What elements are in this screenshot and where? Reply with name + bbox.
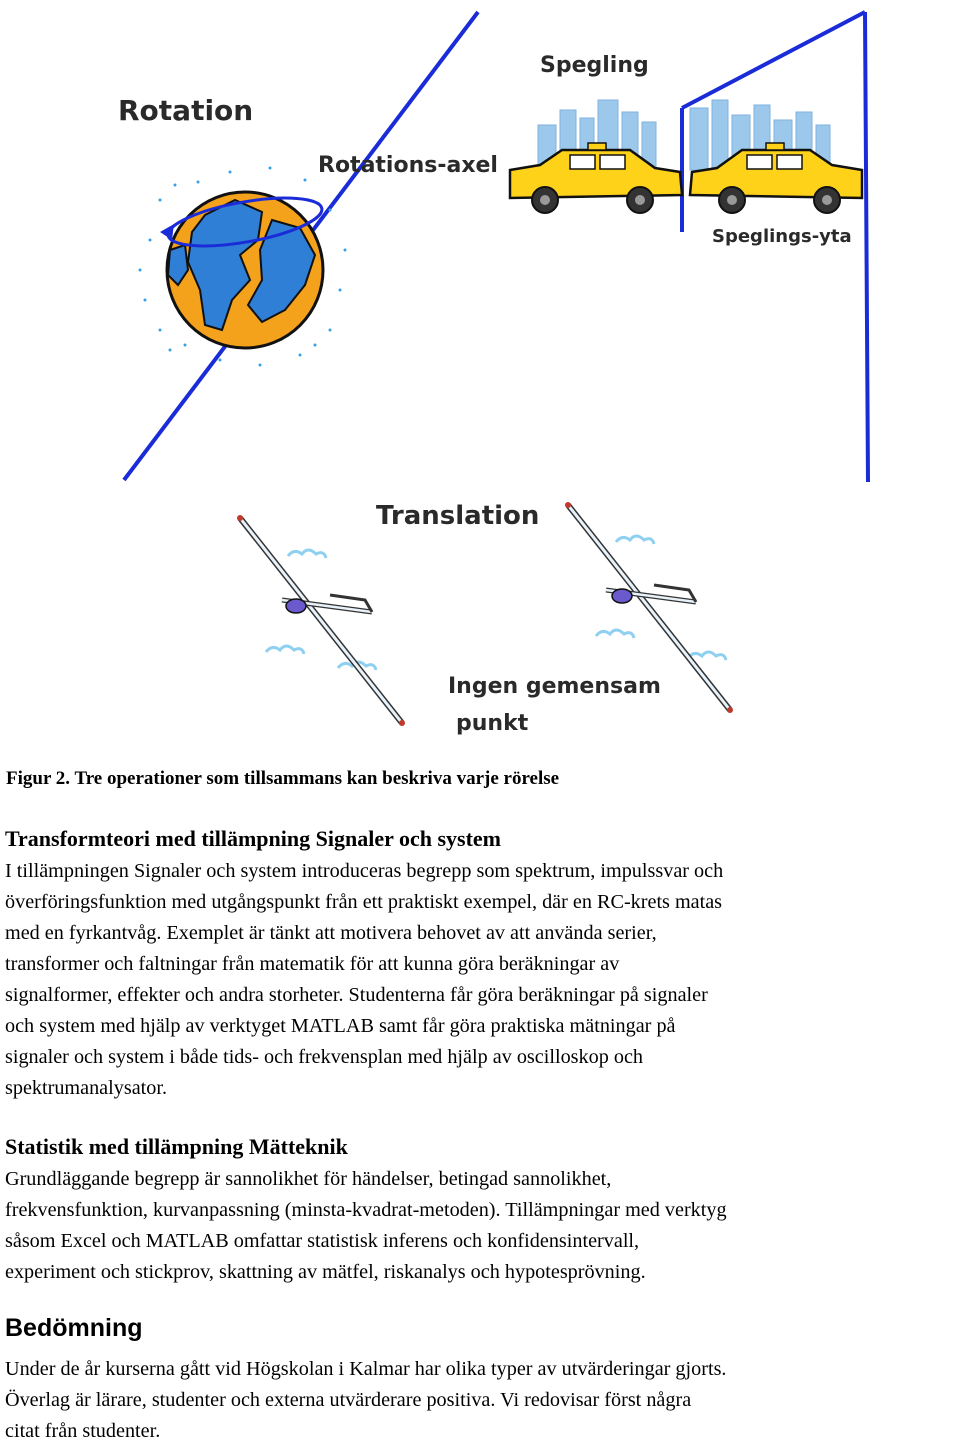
rotation-label: Rotation (118, 94, 253, 127)
rotation-arrow-icon (160, 196, 324, 248)
text-line: Överlag är lärare, studenter och externa… (5, 1389, 692, 1411)
no-common-point-label-line1: Ingen gemensam (448, 674, 661, 699)
text-line: I tillämpningen Signaler och system intr… (5, 860, 724, 882)
rotation-axis-label: Rotations-axel (318, 153, 498, 178)
transformation-figure: Rotation Rotations-axel Spegling Speglin… (118, 10, 870, 736)
no-common-point-label-line2: punkt (456, 711, 529, 736)
figure-caption: Figur 2. Tre operationer som tillsammans… (6, 768, 560, 789)
text-line: citat från studenter. (5, 1420, 161, 1442)
text-line: spektrumanalysator. (5, 1077, 168, 1099)
section-body-statistics: Grundläggande begrepp är sannolikhet för… (5, 1164, 960, 1288)
text-line: Grundläggande begrepp är sannolikhet för… (5, 1168, 612, 1190)
glider-icon (565, 502, 733, 713)
translation-label: Translation (376, 501, 539, 531)
section-heading-statistics: Statistik med tillämpning Mätteknik (5, 1134, 348, 1159)
text-line: överföringsfunktion med utgångspunkt frå… (5, 891, 723, 913)
text-line: frekvensfunktion, kurvanpassning (minsta… (5, 1199, 727, 1221)
taxi-icon (508, 142, 684, 214)
glider-icon (237, 515, 405, 726)
mirror-plane (680, 10, 870, 483)
section-heading-assessment: Bedömning (5, 1314, 143, 1342)
text-line: såsom Excel och MATLAB omfattar statisti… (5, 1230, 640, 1252)
text-line: Under de år kurserna gått vid Högskolan … (5, 1358, 727, 1380)
cloud-icon (264, 534, 728, 671)
text-line: signaler och system i både tids- och fre… (5, 1046, 643, 1068)
taxi-reflection-icon (688, 142, 864, 214)
section-body-transform-theory: I tillämpningen Signaler och system intr… (5, 856, 960, 1104)
text-line: experiment och stickprov, skattning av m… (5, 1261, 646, 1283)
reflection-label: Spegling (540, 53, 649, 78)
text-line: med en fyrkantvåg. Exemplet är tänkt att… (5, 922, 657, 944)
reflection-surface-label: Speglings-yta (712, 226, 852, 247)
text-line: signalformer, effekter och andra storhet… (5, 984, 708, 1006)
text-line: och system med hjälp av verktyget MATLAB… (5, 1015, 676, 1037)
section-heading-transform-theory: Transformteori med tillämpning Signaler … (5, 826, 501, 851)
sparkle-dots (138, 166, 347, 367)
globe-icon (165, 190, 325, 350)
text-line: transformer och faltningar från matemati… (5, 953, 620, 975)
section-body-assessment: Under de år kurserna gått vid Högskolan … (5, 1354, 960, 1447)
